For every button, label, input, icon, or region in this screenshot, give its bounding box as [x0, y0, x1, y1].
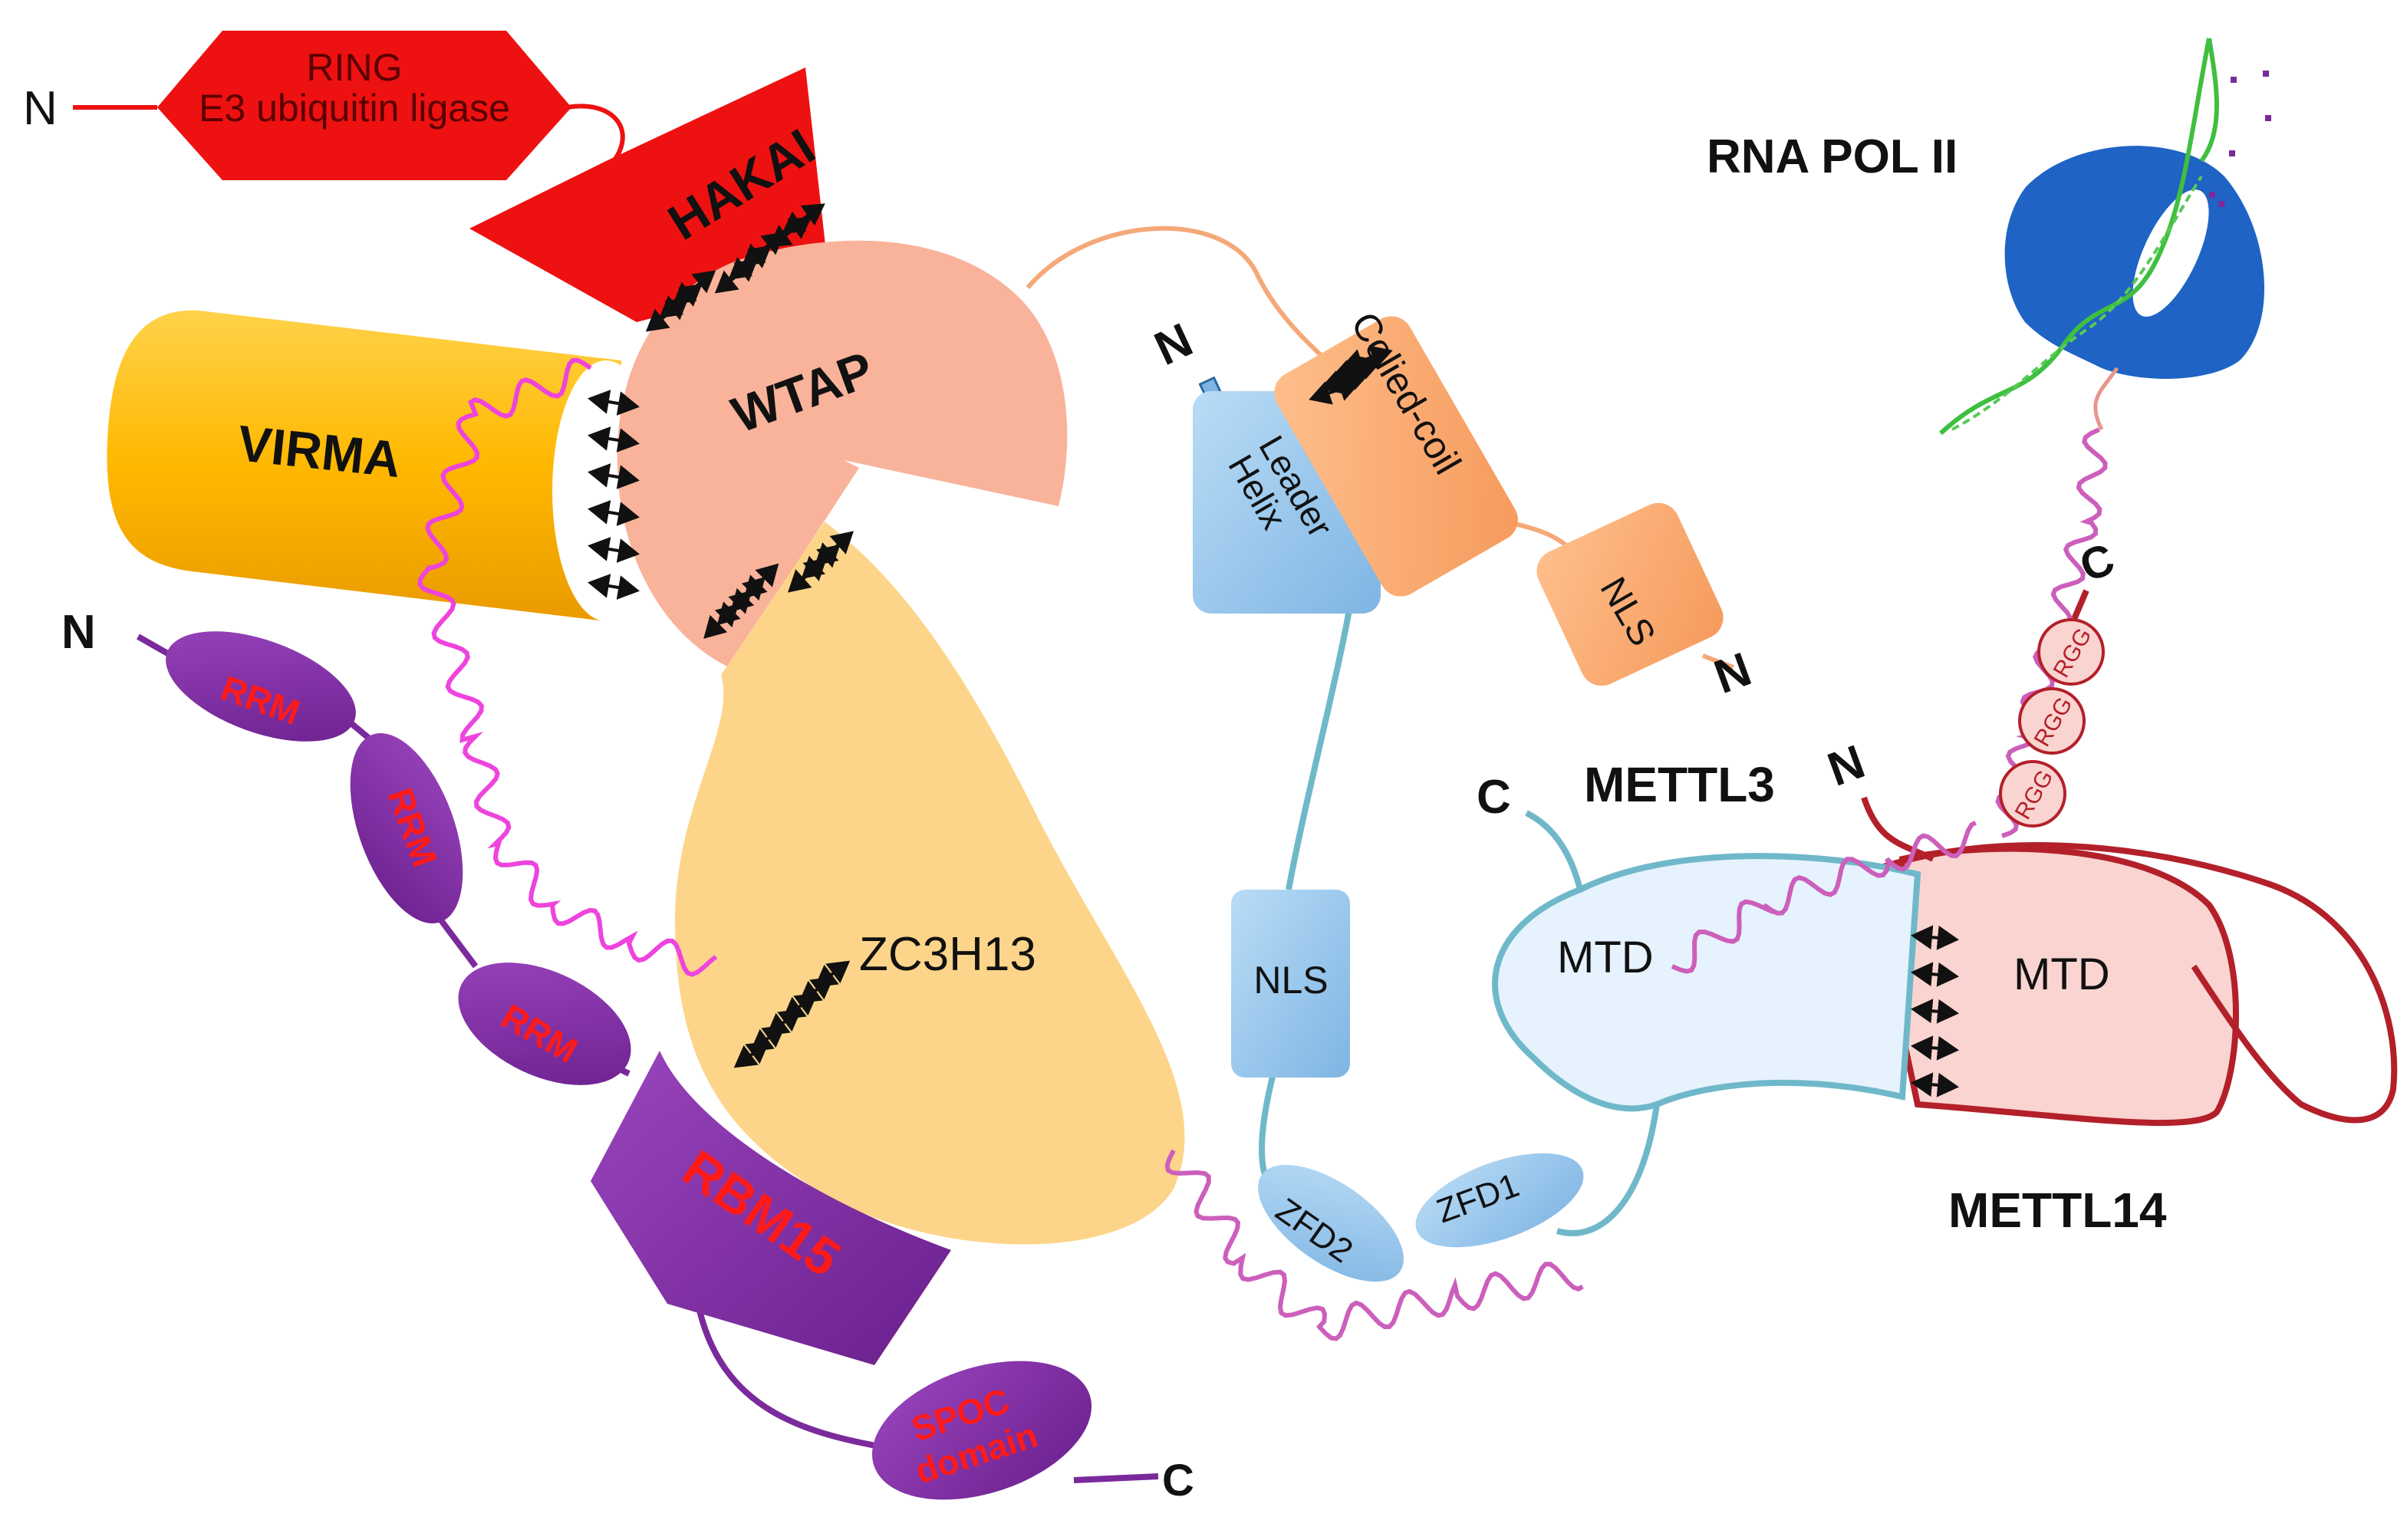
mettl3-n-terminus-leader: N — [1147, 314, 1200, 376]
interaction-arrow — [1911, 925, 1959, 950]
spoc-domain — [871, 1361, 1092, 1500]
mettl14-protein — [1861, 589, 2398, 1127]
phospho-dots — [2209, 71, 2271, 207]
nls-upper-domain — [1536, 502, 1724, 686]
virma-wavy-tail — [417, 357, 718, 977]
nls-middle-domain — [1231, 890, 1350, 1078]
nls-middle-label: NLS — [1253, 959, 1328, 1002]
zc3h13-label: ZC3H13 — [859, 928, 1036, 981]
mettl3-protein — [1026, 225, 1921, 1282]
mettl3-mtd-body — [1492, 853, 1921, 1112]
rbm15-protein — [137, 631, 1159, 1500]
mettl3-label: METTL3 — [1584, 757, 1775, 812]
mettl14-outer-loop — [1870, 842, 2398, 1124]
interaction-arrow — [588, 426, 640, 452]
pol-ii-ctd-tail — [2093, 367, 2119, 431]
mettl3-wavy-tail — [1671, 820, 1977, 974]
interaction-arrow — [588, 390, 640, 416]
interaction-arrow — [1911, 999, 1959, 1024]
interaction-arrow — [588, 537, 640, 563]
mettl3-n-terminus-nls: N — [1707, 643, 1758, 704]
labels: N RING E3 ubiquitin ligase HAKAI VIRMA W… — [23, 46, 2167, 1505]
mettl14-n-terminus: N — [1821, 735, 1872, 797]
rbm15-n-terminus: N — [61, 606, 96, 659]
interaction-arrow — [588, 463, 640, 489]
rna-pol-ii-label: RNA POL II — [1707, 130, 1958, 183]
wtap-protein — [617, 240, 1068, 667]
zfd1-domain — [1415, 1153, 1584, 1248]
mettl3-c-terminus: C — [1477, 771, 1511, 824]
zfd2-domain — [1258, 1164, 1404, 1282]
interaction-arrow — [815, 531, 854, 566]
rna-pol-ii-channel — [2132, 189, 2209, 317]
dna-strand — [1951, 175, 2203, 431]
mettl14-n-tail — [1861, 796, 1934, 862]
interaction-arrow — [814, 960, 851, 988]
interaction-arrow — [588, 574, 640, 600]
rrm-domain-1 — [166, 631, 356, 742]
rgg-domain-2 — [2018, 687, 2086, 755]
zc3h13-wavy-tail — [1164, 1149, 1584, 1341]
interaction-arrows — [588, 203, 1959, 1097]
rgg-domains — [1999, 618, 2105, 828]
ring-line2: E3 ubiquitin ligase — [199, 87, 510, 130]
ring-domain — [157, 31, 571, 180]
hakai-linker — [567, 104, 625, 163]
interaction-arrow — [588, 500, 640, 526]
interaction-arrow — [743, 563, 779, 599]
hakai-n-terminus: N — [23, 82, 58, 135]
rgg-domain-1 — [2037, 618, 2105, 686]
interaction-arrow — [782, 203, 825, 234]
interaction-arrow — [672, 270, 716, 305]
mettl3-c-tail — [1525, 810, 1583, 890]
mettl3-mtd-label: MTD — [1557, 933, 1654, 982]
rrm-domain-2 — [350, 733, 463, 923]
interaction-arrow — [1911, 962, 1959, 987]
rbm15-body — [591, 1051, 951, 1365]
rrm-domain-3 — [458, 962, 631, 1085]
interaction-arrow — [1911, 1072, 1959, 1097]
interaction-arrow — [1341, 345, 1393, 373]
zc3h13-protein — [675, 522, 1185, 1245]
rgg-domain-3 — [1999, 760, 2066, 828]
rbm15-c-terminus: C — [1162, 1456, 1194, 1505]
mettl14-label: METTL14 — [1948, 1183, 2167, 1238]
rna-pol-ii-body — [2004, 146, 2265, 379]
mettl14-c-terminus: C — [2073, 534, 2121, 591]
interaction-arrow — [1911, 1035, 1959, 1061]
ring-line1: RING — [307, 46, 403, 89]
mettl3-linker — [1259, 605, 1660, 1236]
mettl14-mtd-label: MTD — [2014, 949, 2110, 999]
virma-cylinder — [107, 310, 621, 621]
rna-pol-ii — [1938, 38, 2271, 436]
